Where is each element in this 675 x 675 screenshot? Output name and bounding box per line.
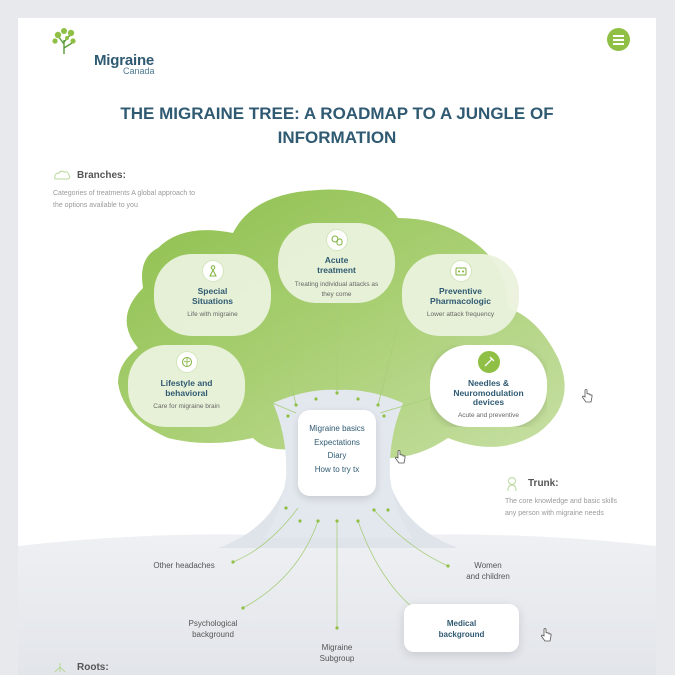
pills-icon — [325, 229, 348, 251]
root-women-children[interactable]: Women and children — [466, 561, 510, 581]
tree-logo-icon — [52, 28, 76, 54]
hamburger-icon — [613, 35, 624, 37]
pointer-hand-icon — [582, 389, 593, 403]
branches-heading: Branches: — [77, 170, 126, 181]
menu-button[interactable] — [607, 28, 630, 51]
card-lifestyle-behavioral[interactable]: Lifestyle and behavioral Care for migrai… — [128, 345, 245, 427]
branches-icon — [54, 170, 71, 180]
pointer-hand-icon — [541, 628, 552, 642]
root-migraine-subgroup[interactable]: Migraine Subgroup — [319, 643, 355, 663]
page-title: THE MIGRAINE TREE: A ROADMAP TO A JUNGLE… — [120, 104, 554, 147]
trunk-item: Expectations — [314, 437, 360, 447]
pill-pack-icon — [449, 260, 472, 282]
branches-description: Categories of treatments A global approa… — [53, 190, 196, 209]
pointer-hand-icon — [395, 450, 406, 464]
trunk-description: The core knowledge and basic skills any … — [505, 498, 618, 517]
root-other-headaches[interactable]: Other headaches — [153, 561, 215, 570]
page: Migraine Canada THE MIGRAINE TREE: A ROA… — [18, 18, 656, 675]
card-needles-neuromodulation[interactable]: Needles & Neuromodulation devices Acute … — [430, 345, 547, 427]
trunk-item: Migraine basics — [309, 424, 365, 433]
brain-icon — [175, 351, 198, 373]
card-preventive-pharmacologic[interactable]: Preventive Pharmacologic Lower attack fr… — [402, 254, 519, 336]
logo-name: Migraine — [94, 52, 155, 69]
trunk-heading: Trunk: — [528, 478, 559, 489]
logo[interactable]: Migraine Canada — [50, 26, 155, 78]
syringe-icon — [477, 351, 500, 373]
trunk-item: How to try tx — [314, 464, 360, 474]
card-acute-treatment[interactable]: Acute treatment Treating individual atta… — [278, 223, 395, 303]
card-special-situations[interactable]: Special Situations Life with migraine — [154, 254, 271, 336]
trunk-item: Diary — [327, 451, 347, 460]
root-psychological-background[interactable]: Psychological background — [188, 619, 238, 639]
pregnant-person-icon — [201, 260, 224, 282]
roots-heading: Roots: — [77, 662, 109, 673]
logo-sub: Canada — [123, 66, 155, 76]
roots-icon — [54, 663, 66, 673]
person-outline-icon — [507, 477, 517, 492]
trunk-card[interactable]: Migraine basics Expectations Diary How t… — [298, 410, 376, 496]
